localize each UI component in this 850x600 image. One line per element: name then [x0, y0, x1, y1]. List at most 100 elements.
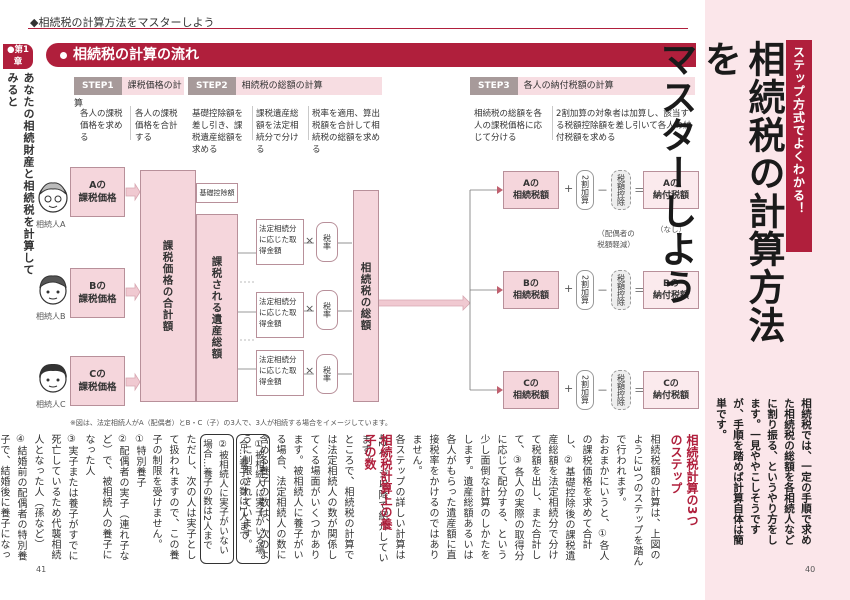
- heir-c-box: Cの 課税価格: [70, 356, 125, 406]
- step3-title: 各人の納付税額の計算: [523, 81, 614, 91]
- desc-step1a: 各人の課税価格を求める: [80, 109, 123, 143]
- heir-a-label: 相続人A: [36, 220, 66, 229]
- exception-item: ①特別養子: [134, 434, 145, 488]
- right-tagline: ステップ方式でよくわかる！: [786, 40, 812, 252]
- desc-step3a: 相続税の総額を各人の課税価格に応じて分ける: [474, 109, 543, 143]
- step2-label: STEP2: [188, 77, 236, 95]
- surcharge-box: 2割加算: [576, 170, 594, 210]
- paragraph-adopted: ところで、相続税の計算では法定相続人の数が関係してくる場面がいくつかあります。被…: [240, 434, 353, 560]
- equals-sign: ＝: [634, 184, 645, 197]
- surcharge-box: 2割加算: [576, 270, 594, 310]
- surcharge-label: 2割加算: [580, 175, 590, 205]
- page-number-right: 40: [805, 565, 816, 574]
- surcharge-label: 2割加算: [580, 275, 590, 305]
- heir-b-label: 相続人B: [36, 312, 66, 321]
- person-c-icon: [39, 363, 67, 393]
- taxable-sum-box: 課税価格の合計額: [140, 170, 196, 402]
- para3: 各ステップの詳しい計算は42ページ以降で紹介しています。: [359, 434, 404, 564]
- tax-credit-box: 税額控除: [611, 270, 631, 310]
- tax-rate-box: 税率: [316, 354, 338, 394]
- page-number-left: 41: [36, 565, 47, 574]
- desc-step2b: 課税遺産総額を法定相続分で分ける: [256, 109, 299, 155]
- times-sign: ×: [305, 234, 315, 247]
- payable-tax-b: Bの 納付税額: [643, 271, 699, 309]
- tax-credit-label: 税額控除: [616, 274, 626, 306]
- tax-credit-box: 税額控除: [611, 370, 631, 410]
- payable-tax-a: Aの 納付税額: [643, 171, 699, 209]
- step2-title: 相続税の総額の計算: [241, 81, 323, 91]
- desc-step3b: 2割加算の対象者は加算し、該当する税額控除額を差し引いて各人の納付税額を求める: [556, 109, 692, 143]
- divider: [130, 106, 131, 140]
- chapter-subtitle: あなたの相続財産と相続税を計算してみると: [6, 72, 35, 276]
- times-sign: ×: [305, 302, 315, 315]
- title-line2: マスターしよう: [654, 40, 697, 306]
- step1-title: 課税価格の計算: [74, 81, 182, 109]
- desc-step2c: 税率を適用、算出税額を合計して相続税の総額を求める: [312, 109, 381, 155]
- desc-step1b: 各人の課税価格を合計する: [135, 109, 178, 143]
- divider: [252, 106, 253, 140]
- heir-a-box: Aの 課税価格: [70, 167, 125, 217]
- heading-three-steps: 相続税計算の3つのステップ: [669, 434, 699, 527]
- allocated-tax-a: Aの 相続税額: [503, 171, 559, 209]
- person-a-icon: [38, 182, 68, 213]
- heir-c-label: 相続人C: [36, 400, 66, 409]
- page-title: 相続税の計算方法を マスターしよう: [654, 40, 785, 375]
- box-no-real-child: ②被相続人に実子がいない場合…養子の数は2人まで: [200, 434, 234, 564]
- plus-sign: +: [564, 182, 574, 195]
- divider: [308, 106, 309, 140]
- paragraph-exception: ただし、次の人は実子として扱われますので、この養子の制限を受けません。: [150, 434, 195, 560]
- exception-item: ③実子または養子がすでに死亡しているため代襲相続人となった人（孫など）: [32, 434, 77, 561]
- allocated-tax-c: Cの 相続税額: [503, 371, 559, 409]
- running-head: ◆相続税の計算方法をマスターしよう: [30, 16, 215, 29]
- desc-step2a: 基礎控除額を差し引き、課税遺産総額を求める: [192, 109, 244, 155]
- lead-text: 相続税では、一定の手順で求めた相続税の総額を各相続人などに割り振る、というやり方…: [715, 398, 812, 545]
- plus-sign: +: [564, 382, 574, 395]
- person-b-icon: [39, 275, 67, 305]
- figure-note: ※図は、法定相続人がA（配偶者）とB・C（子）の3人で、3人が相続する場合をイメ…: [70, 419, 392, 427]
- surcharge-box: 2割加算: [576, 370, 594, 410]
- equals-sign: ＝: [634, 284, 645, 297]
- spouse-relief-note: （配偶者の税額軽減）: [597, 229, 635, 249]
- portion-box-a: 法定相続分に応じた取得金額: [256, 219, 304, 265]
- section-title: 相続税の計算の流れ: [46, 43, 696, 67]
- surcharge-label: 2割加算: [580, 375, 590, 405]
- exception-item: ④結婚前の配偶者の特別養子で、結婚後に養子になった人: [0, 434, 26, 561]
- minus-sign: －: [597, 384, 608, 397]
- taxable-sum-label: 課税価格の合計額: [161, 240, 174, 332]
- basic-deduction-label: 基礎控除額: [199, 189, 235, 197]
- portion-box-b: 法定相続分に応じた取得金額: [256, 292, 304, 338]
- exception-item: ②配偶者の実子（連れ子など）で、被相続人の養子になった人: [83, 434, 128, 561]
- plus-sign: +: [564, 282, 574, 295]
- taxable-estate-label: 課税される遺産総額: [210, 256, 223, 360]
- tax-rate-label: 税率: [322, 366, 332, 382]
- header-rule: [28, 28, 688, 29]
- step1-label: STEP1: [74, 77, 122, 95]
- total-tax-label: 相続税の総額: [359, 261, 372, 331]
- title-line1: 相続税の計算方法を: [698, 40, 785, 344]
- heir-b-box: Bの 課税価格: [70, 268, 125, 318]
- none-note: （なし）: [656, 225, 686, 234]
- step3-label: STEP3: [470, 77, 518, 95]
- tax-credit-box: 税額控除: [611, 170, 631, 210]
- heading-adopted-children: 相続税計算上の養子の数: [363, 434, 393, 530]
- tax-rate-box: 税率: [316, 222, 338, 262]
- tax-rate-box: 税率: [316, 290, 338, 330]
- portion-box-c: 法定相続分に応じた取得金額: [256, 350, 304, 396]
- minus-sign: －: [597, 284, 608, 297]
- right-page-panel: [705, 0, 850, 600]
- bullet-icon: [60, 51, 67, 59]
- tax-rate-label: 税率: [322, 234, 332, 250]
- tax-rate-label: 税率: [322, 302, 332, 318]
- tax-credit-label: 税額控除: [616, 374, 626, 406]
- para1: 相続税額の計算は、上図のように3つのステップを踏んで行われます。: [614, 434, 659, 567]
- basic-deduction-box: 基礎控除額: [196, 183, 238, 203]
- chapter-tab: ●第1章: [3, 44, 33, 69]
- paragraph-steps: 相続税額の計算は、上図のように3つのステップを踏んで行われます。 おおまかにいう…: [359, 434, 662, 568]
- exception-list: ①特別養子 ②配偶者の実子（連れ子など）で、被相続人の養子になった人 ③実子また…: [0, 434, 148, 568]
- divider: [552, 106, 553, 140]
- step3-bar: STEP3 各人の納付税額の計算: [470, 77, 695, 95]
- equals-sign: ＝: [634, 384, 645, 397]
- taxable-estate-box: 課税される遺産総額: [196, 214, 238, 402]
- para2: おおまかにいうと、①各人の課税価格を求めて合計し、②基礎控除後の課税遺産総額を法…: [410, 434, 608, 561]
